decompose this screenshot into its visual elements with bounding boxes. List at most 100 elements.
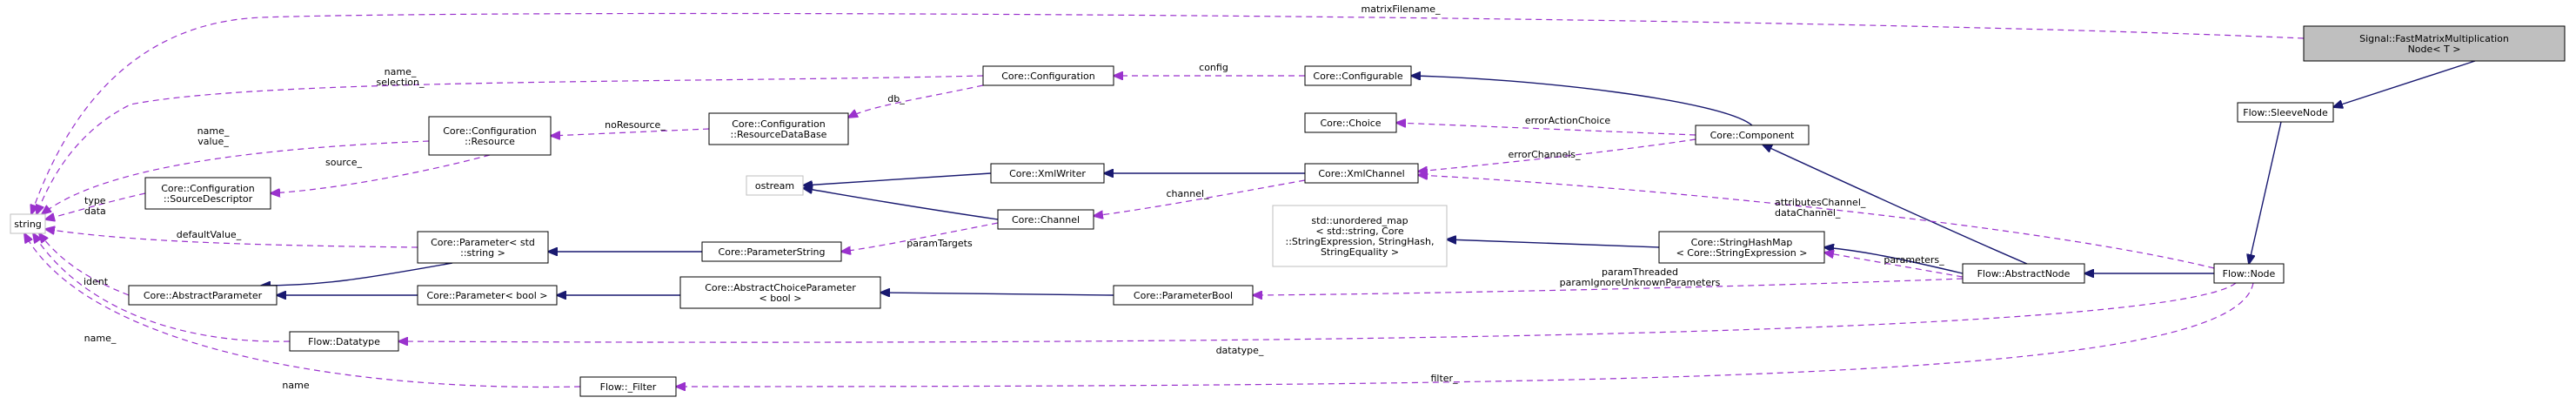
class-node-configurable[interactable]: Core::Configurable (1304, 65, 1412, 86)
class-node-box (428, 116, 552, 156)
class-node-resdb[interactable]: Core::Configuration::ResourceDataBase (708, 112, 849, 145)
inheritance-edge-4 (1411, 76, 1753, 126)
class-node-label: Core::XmlChannel (1318, 168, 1404, 179)
class-node-label: Flow::SleeveNode (2243, 107, 2328, 118)
class-node-component[interactable]: Core::Component (1695, 125, 1810, 145)
class-node-box (990, 163, 1105, 184)
inheritance-edge-10 (880, 293, 1114, 295)
class-node-label: std::unordered_map (1311, 215, 1408, 226)
usage-edge-27 (45, 229, 418, 248)
class-node-configuration[interactable]: Core::Configuration (982, 65, 1114, 86)
edge-label-attributesChannel: attributesChannel_dataChannel_ (1775, 197, 1866, 219)
class-node-box (679, 276, 881, 309)
edge-label-line: errorChannels_ (1508, 149, 1581, 160)
edge-label-line: name_ (197, 125, 230, 137)
usage-edge-33 (398, 282, 2237, 342)
usage-edge-26 (1418, 175, 2215, 269)
edge-label-line: name (282, 380, 309, 391)
class-node-string[interactable]: string (10, 213, 46, 234)
edge-label-datatype: datatype_ (1216, 345, 1264, 356)
class-node-pstring[interactable]: Core::Parameter< std::string > (417, 231, 549, 264)
edge-label-defaultValue: defaultValue_ (177, 229, 242, 240)
edge-label-line: channel_ (1166, 188, 1209, 199)
class-node-label: Flow::AbstractNode (1977, 268, 2071, 280)
class-node-label: ::ResourceDataBase (731, 129, 827, 140)
class-node-abschoice[interactable]: Core::AbstractChoiceParameter< bool > (679, 276, 881, 309)
edge-label-config: config (1199, 62, 1228, 73)
class-node-label: Core::Component (1710, 130, 1795, 141)
edge-label-paramTargets: paramTargets (907, 238, 973, 249)
class-node-strhashmap[interactable]: Core::StringHashMap< Core::StringExpress… (1658, 231, 1825, 264)
class-node-label: Core::XmlWriter (1009, 168, 1086, 179)
inheritance-edge-14 (261, 262, 453, 286)
edge-label-line: paramIgnoreUnknownParameters (1560, 277, 1721, 288)
class-node-pbool[interactable]: Core::Parameter< bool > (417, 285, 558, 306)
edge-label-line: noResource_ (605, 119, 666, 131)
edge-label-filter: filter_ (1430, 373, 1458, 384)
class-node-box (982, 65, 1114, 86)
class-node-box (417, 231, 549, 264)
inheritance-edge-1 (2249, 121, 2282, 264)
class-node-absparam[interactable]: Core::AbstractParameter (128, 285, 278, 306)
class-node-box (2237, 102, 2334, 123)
edge-label-line: value_ (197, 136, 229, 147)
edge-label-line: type (84, 195, 106, 206)
class-node-flownode[interactable]: Flow::Node (2213, 263, 2285, 284)
class-node-box (1272, 205, 1448, 267)
edge-label-ident: ident (84, 276, 109, 287)
class-node-xmlwriter[interactable]: Core::XmlWriter (990, 163, 1105, 184)
inheritance-edge-3 (1763, 145, 2028, 265)
class-node-label: Core::AbstractChoiceParameter (705, 282, 856, 293)
edge-label-line: name_ (84, 333, 117, 344)
class-node-datatype[interactable]: Flow::Datatype (289, 331, 399, 352)
class-node-channel[interactable]: Core::Channel (997, 209, 1094, 230)
class-node-box (579, 376, 677, 397)
class-node-parambool[interactable]: Core::ParameterBool (1113, 285, 1254, 306)
edge-label-line: dataChannel_ (1775, 207, 1841, 219)
class-node-abstractnode[interactable]: Flow::AbstractNode (1962, 263, 2085, 284)
class-node-label: < std::string, Core (1315, 226, 1403, 237)
class-node-label: < bool > (759, 293, 802, 304)
usage-edge-24 (1418, 138, 1696, 172)
class-node-label: Core::ParameterBool (1134, 290, 1233, 301)
inheritance-edge-0 (2333, 60, 2476, 107)
class-node-xmlchannel[interactable]: Core::XmlChannel (1304, 163, 1419, 184)
class-node-box (1113, 285, 1254, 306)
edge-label-line: parameters_ (1883, 254, 1944, 266)
class-node-label: Signal::FastMatrixMultiplication (2359, 33, 2509, 44)
usage-edge-21 (271, 154, 491, 193)
class-node-box (289, 331, 399, 352)
inheritance-edge-9 (1447, 239, 1660, 248)
edge-label-line: datatype_ (1216, 345, 1264, 356)
class-node-filter[interactable]: Flow::_Filter (579, 376, 677, 397)
class-node-label: ::StringExpression, StringHash, (1286, 236, 1435, 247)
class-node-label: Core::StringHashMap (1691, 237, 1793, 248)
usage-edge-31 (1824, 253, 1964, 278)
class-node-label: ::SourceDescriptor (164, 193, 253, 205)
class-node-label: ::Resource (465, 136, 515, 147)
usage-edge-23 (1396, 123, 1696, 136)
class-node-box (2213, 263, 2285, 284)
class-node-paramstring[interactable]: Core::ParameterString (701, 241, 842, 262)
edge-label-channel: channel_ (1166, 188, 1209, 199)
class-node-box (2303, 25, 2566, 62)
class-node-choice[interactable]: Core::Choice (1304, 112, 1397, 133)
edges-layer (24, 12, 2476, 388)
class-node-label: Core::Choice (1320, 118, 1381, 129)
class-node-label: < Core::StringExpression > (1676, 247, 1808, 259)
class-node-label: Core::Channel (1012, 214, 1080, 226)
class-node-unordered[interactable]: std::unordered_map< std::string, Core::S… (1272, 205, 1448, 267)
class-node-ostream[interactable]: ostream (746, 175, 804, 196)
class-node-sleeve[interactable]: Flow::SleeveNode (2237, 102, 2334, 123)
class-node-resource[interactable]: Core::Configuration::Resource (428, 116, 552, 156)
usage-edge-30 (33, 233, 291, 342)
edge-label-line: matrixFilename_ (1362, 3, 1441, 15)
edge-label-db: db_ (887, 93, 905, 104)
usage-edge-34 (24, 233, 581, 388)
usage-edge-19 (551, 128, 710, 136)
edge-label-nameFilter: name (282, 380, 309, 391)
class-node-srcdesc[interactable]: Core::Configuration::SourceDescriptor (144, 177, 271, 210)
